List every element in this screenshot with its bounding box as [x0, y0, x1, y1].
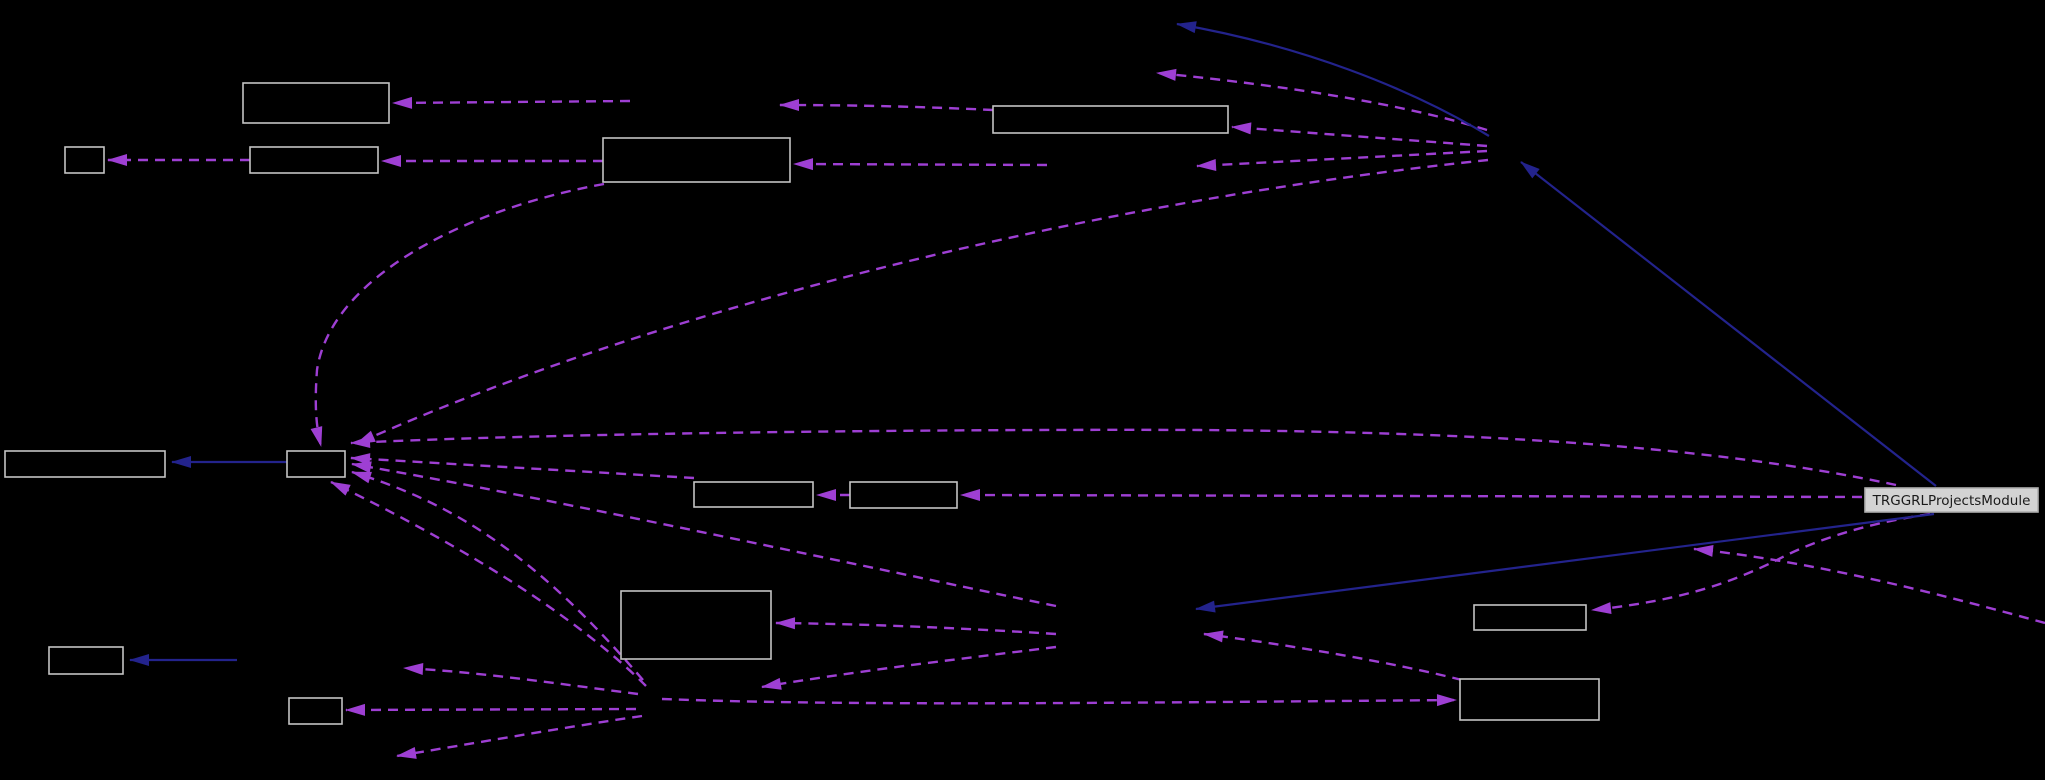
graph-node-trggrlprojectsmodule: TRGGRLProjectsModule	[1864, 487, 2039, 513]
edge-root-to-g-top	[350, 428, 1897, 487]
edge-right-to-float2	[1693, 544, 2045, 625]
edge-hub2-to-l	[345, 703, 637, 716]
edge-hub2-to-m	[661, 694, 1457, 707]
graph-node-node-l[interactable]	[288, 697, 343, 725]
graph-node-node-f[interactable]	[4, 450, 166, 478]
edge-hidden2-to-d	[793, 158, 1048, 171]
graph-node-node-h2[interactable]	[849, 481, 958, 509]
graph-node-node-j[interactable]	[1473, 604, 1587, 631]
graph-node-node-h1[interactable]	[693, 481, 814, 508]
edge-root-to-h2box	[960, 489, 1863, 502]
edges-layer	[107, 21, 2045, 759]
edge-hub1-to-g-curve	[355, 158, 1489, 446]
edge-hub1-to-float1	[1156, 68, 1488, 132]
graph-node-node-a[interactable]	[242, 82, 390, 124]
highlighted-node-box	[1864, 487, 2039, 513]
edge-hidden-to-a	[392, 96, 631, 109]
edge-d-to-g-curve	[310, 182, 605, 447]
graph-node-node-e[interactable]	[992, 105, 1229, 134]
edge-hub3-to-i	[775, 617, 1057, 636]
highlighted-node-label: TRGGRLProjectsModule	[1872, 493, 2031, 509]
graph-node-node-k[interactable]	[48, 646, 124, 675]
graph-node-node-i[interactable]	[620, 590, 772, 660]
graph-node-node-g[interactable]	[286, 450, 346, 478]
edge-hub1-to-hidden2	[1196, 149, 1488, 172]
edge-hub3-to-g	[351, 461, 1057, 608]
edge-hub3-to-hub2	[761, 645, 1057, 690]
graph-node-node-m[interactable]	[1459, 678, 1600, 721]
edge-hub2-to-float3	[403, 663, 639, 696]
edge-root-to-hub1-blue	[1520, 161, 1937, 487]
edge-hub1-to-e	[1231, 122, 1488, 148]
edge-hub2-to-g-right	[351, 470, 644, 681]
edge-h1box-to-g	[350, 453, 695, 480]
edge-root-to-hub3-blue	[1195, 512, 1935, 613]
graph-node-node-d[interactable]	[602, 137, 791, 183]
edge-e-to-hidden-top	[779, 99, 994, 112]
graph-node-node-c[interactable]	[249, 146, 379, 174]
edge-root-to-j	[1591, 512, 1931, 615]
edge-m-to-hub3	[1203, 630, 1463, 682]
edge-hub2-to-float4	[396, 714, 643, 759]
edge-hub1-to-float-blue	[1176, 21, 1490, 137]
graph-node-node-b[interactable]	[64, 146, 105, 174]
edge-hub2-to-g-bottom	[330, 480, 647, 687]
nodes-layer	[4, 82, 1600, 725]
